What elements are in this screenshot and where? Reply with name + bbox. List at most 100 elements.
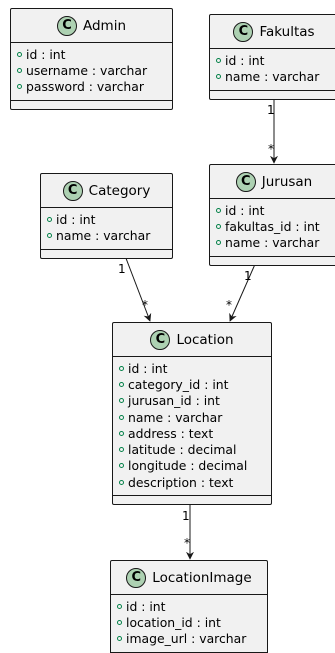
field-row: name : varchar: [216, 235, 335, 251]
class-badge-icon: C: [126, 567, 147, 588]
public-visibility-icon: [119, 479, 124, 485]
public-visibility-icon: [119, 365, 124, 371]
field-row: name : varchar: [119, 409, 271, 425]
field-row: password : varchar: [17, 79, 172, 95]
field-text: name : varchar: [225, 235, 320, 251]
field-text: id : int: [26, 46, 66, 62]
class-header: C Jurusan: [210, 165, 335, 199]
class-methods: [11, 101, 172, 109]
field-row: id : int: [216, 52, 335, 68]
field-text: latitude : decimal: [128, 442, 237, 458]
class-methods: [41, 250, 172, 258]
class-badge-icon: C: [56, 15, 77, 36]
public-visibility-icon: [119, 381, 124, 387]
field-text: description : text: [128, 474, 234, 490]
public-visibility-icon: [119, 463, 124, 469]
field-text: id : int: [56, 211, 96, 227]
class-badge-icon: C: [150, 329, 171, 350]
class-name: Jurusan: [261, 173, 313, 190]
field-row: longitude : decimal: [119, 458, 271, 474]
multiplicity-source: 1: [182, 509, 190, 523]
field-row: jurusan_id : int: [119, 393, 271, 409]
field-text: id : int: [225, 52, 265, 68]
class-methods: [210, 257, 335, 265]
class-methods: [210, 91, 335, 99]
field-row: location_id : int: [117, 614, 267, 630]
field-row: username : varchar: [17, 62, 172, 78]
relation-arrow-category-location: [123, 252, 152, 322]
field-text: fakultas_id : int: [225, 218, 320, 234]
public-visibility-icon: [119, 447, 124, 453]
class-methods: [113, 496, 271, 504]
public-visibility-icon: [216, 223, 221, 229]
public-visibility-icon: [119, 430, 124, 436]
multiplicity-target: *: [184, 536, 190, 550]
public-visibility-icon: [117, 636, 122, 642]
field-row: image_url : varchar: [117, 631, 267, 647]
multiplicity-target: *: [226, 298, 232, 312]
class-badge-icon: C: [235, 171, 256, 192]
class-name: LocationImage: [152, 569, 252, 586]
public-visibility-icon: [17, 84, 22, 90]
field-row: category_id : int: [119, 376, 271, 392]
field-row: id : int: [117, 598, 267, 614]
class-name: Admin: [82, 17, 127, 34]
relation-arrow-jurusan-location: [229, 261, 257, 322]
public-visibility-icon: [216, 57, 221, 63]
class-header: C Location: [113, 323, 271, 357]
field-row: id : int: [17, 46, 172, 62]
multiplicity-target: *: [142, 298, 148, 312]
field-row: address : text: [119, 425, 271, 441]
class-header: C Admin: [11, 9, 172, 43]
field-text: name : varchar: [128, 409, 223, 425]
public-visibility-icon: [17, 67, 22, 73]
field-text: username : varchar: [26, 62, 148, 78]
public-visibility-icon: [47, 232, 52, 238]
public-visibility-icon: [119, 414, 124, 420]
field-text: name : varchar: [56, 227, 151, 243]
public-visibility-icon: [117, 603, 122, 609]
field-text: password : varchar: [26, 79, 144, 95]
field-row: id : int: [216, 202, 335, 218]
public-visibility-icon: [216, 240, 221, 246]
field-text: category_id : int: [128, 376, 229, 392]
class-name: Category: [88, 182, 151, 199]
class-header: C LocationImage: [111, 561, 267, 595]
public-visibility-icon: [216, 73, 221, 79]
field-text: id : int: [225, 202, 265, 218]
field-row: id : int: [119, 360, 271, 376]
multiplicity-source: 1: [118, 262, 126, 276]
field-row: fakultas_id : int: [216, 218, 335, 234]
field-text: jurusan_id : int: [128, 393, 220, 409]
field-text: longitude : decimal: [128, 458, 248, 474]
field-text: id : int: [126, 598, 166, 614]
field-row: id : int: [47, 211, 172, 227]
field-text: name : varchar: [225, 68, 320, 84]
field-text: location_id : int: [126, 614, 221, 630]
field-row: name : varchar: [47, 227, 172, 243]
field-row: description : text: [119, 474, 271, 490]
class-name: Location: [176, 331, 234, 348]
public-visibility-icon: [117, 619, 122, 625]
public-visibility-icon: [216, 207, 221, 213]
public-visibility-icon: [47, 216, 52, 222]
class-name: Fakultas: [259, 23, 315, 40]
field-text: image_url : varchar: [126, 631, 247, 647]
multiplicity-source: 1: [244, 269, 252, 283]
